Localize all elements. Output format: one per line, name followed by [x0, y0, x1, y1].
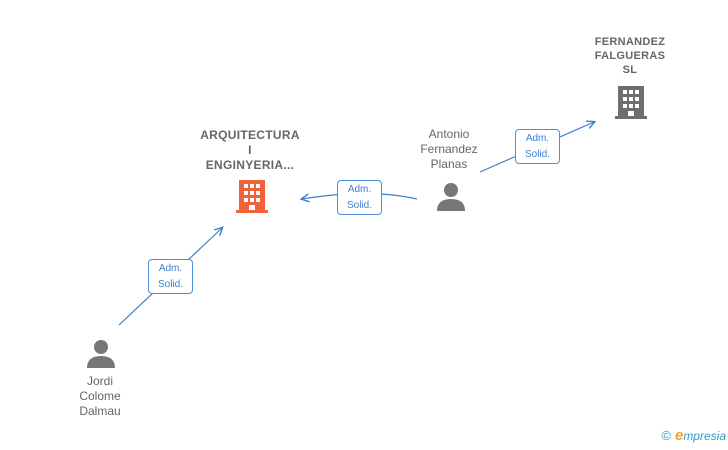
- edge-role-line1: Adm.: [347, 184, 372, 195]
- company-main-label[interactable]: ARQUITECTURA I ENGINYERIA...: [200, 128, 300, 172]
- company-other-label[interactable]: FERNANDEZ FALGUERAS SL: [594, 36, 666, 76]
- footer-brand: © empresia: [661, 427, 726, 444]
- edge-label-antonio-to-main[interactable]: Adm. Solid.: [337, 180, 382, 215]
- edge-role-line1: Adm.: [158, 263, 183, 274]
- person-icon-antonio[interactable]: [436, 182, 466, 212]
- building-icon-main[interactable]: [236, 178, 268, 214]
- brand-initial: e: [674, 427, 684, 444]
- person-icon-jordi[interactable]: [86, 339, 116, 369]
- edge-role-line2: Solid.: [346, 200, 372, 211]
- edge-role-line2: Solid.: [524, 149, 550, 160]
- edge-label-jordi-to-main[interactable]: Adm. Solid.: [148, 259, 193, 294]
- edge-role-line2: Solid.: [157, 279, 183, 290]
- edge-label-antonio-to-other[interactable]: Adm. Solid.: [515, 129, 560, 164]
- person-antonio-label[interactable]: Antonio Fernandez Planas: [420, 127, 478, 171]
- copyright-icon: ©: [661, 428, 671, 443]
- edge-role-line1: Adm.: [525, 133, 550, 144]
- building-icon-other[interactable]: [615, 84, 647, 120]
- person-jordi-label[interactable]: Jordi Colome Dalmau: [79, 374, 121, 418]
- brand-logo: empresia: [675, 427, 726, 444]
- brand-name: mpresia: [683, 429, 726, 443]
